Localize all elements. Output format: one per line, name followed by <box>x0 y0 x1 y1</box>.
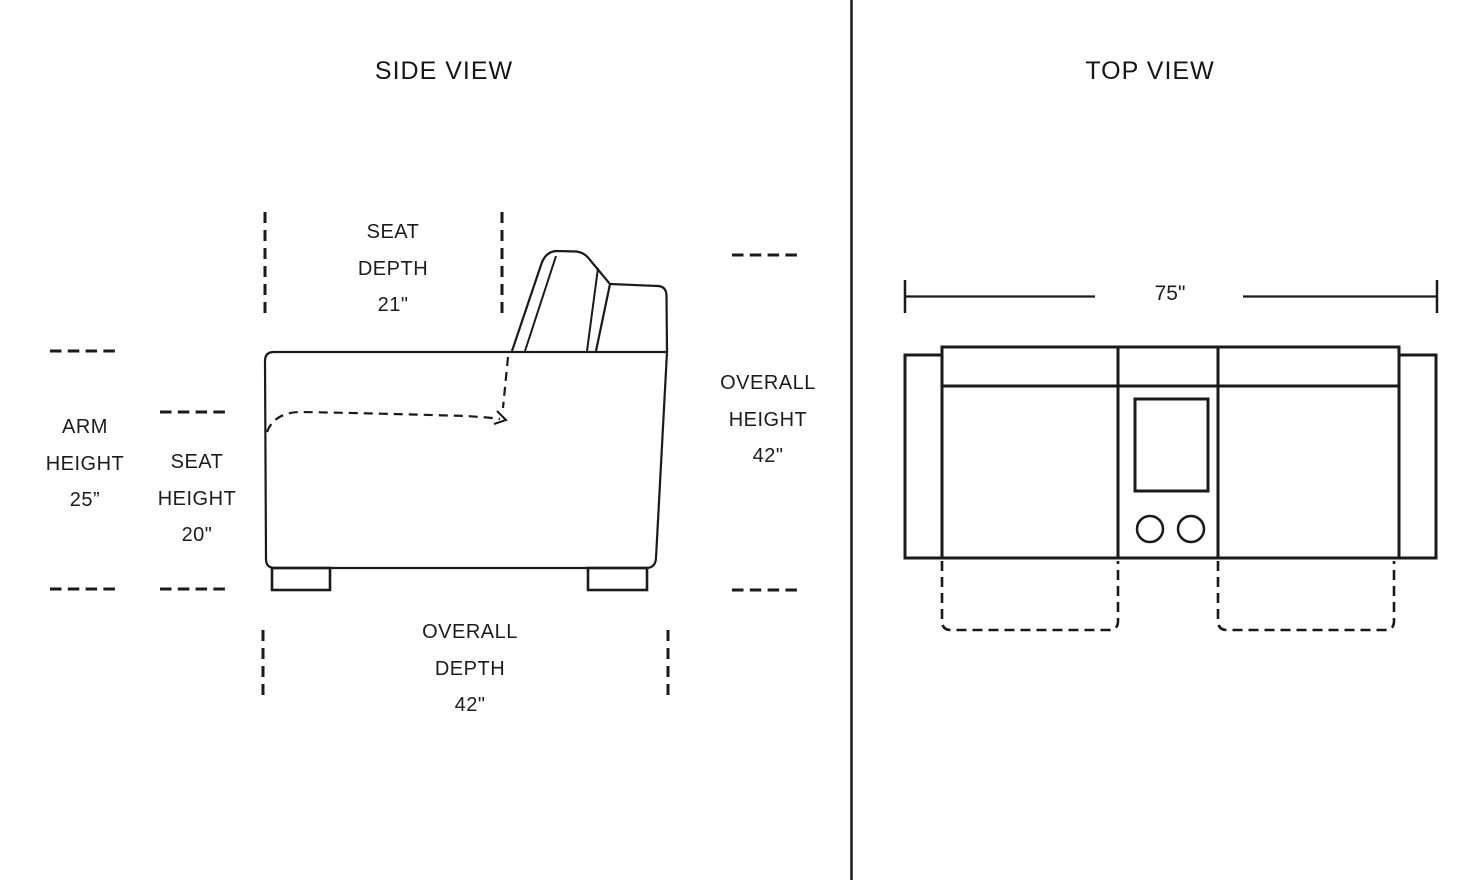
sofa-foot-right <box>586 566 649 592</box>
side-view-title: SIDE VIEW <box>374 57 514 85</box>
cupholder-left <box>1135 514 1165 544</box>
arm-height-label: ARM HEIGHT 25” <box>45 416 125 511</box>
sofa-side-body <box>263 350 669 570</box>
back-cushion-seam-right <box>586 267 599 352</box>
console-storage-rect <box>1133 397 1210 493</box>
top-view-drawing <box>903 280 1439 632</box>
sofa-side-back-cushion <box>510 249 612 352</box>
seat-depth-label: SEAT DEPTH 21" <box>357 221 429 316</box>
sofa-foot-left <box>270 566 332 592</box>
overall-width-label: 75" <box>1154 282 1186 305</box>
seat-height-label: SEAT HEIGHT 20" <box>157 451 237 546</box>
footrest-left-dashed <box>940 561 1120 632</box>
seat-contour-vertical-dashed <box>501 356 510 409</box>
seat-contour-arrowhead <box>493 410 508 425</box>
cupholder-right <box>1176 514 1206 544</box>
sofa-side-back-panel <box>609 282 669 353</box>
side-view-drawing <box>50 212 797 700</box>
back-cushion-seam-left <box>524 255 557 352</box>
top-arm-right <box>1397 353 1438 560</box>
footrest-right-dashed <box>1216 561 1396 632</box>
overall-height-label: OVERALL HEIGHT 42" <box>720 372 816 467</box>
top-arm-left <box>903 353 944 560</box>
seat-contour-dashed <box>265 410 501 433</box>
top-body-outline <box>940 345 1401 560</box>
top-view-title: TOP VIEW <box>1085 57 1215 85</box>
overall-depth-label: OVERALL DEPTH 42" <box>422 621 518 716</box>
